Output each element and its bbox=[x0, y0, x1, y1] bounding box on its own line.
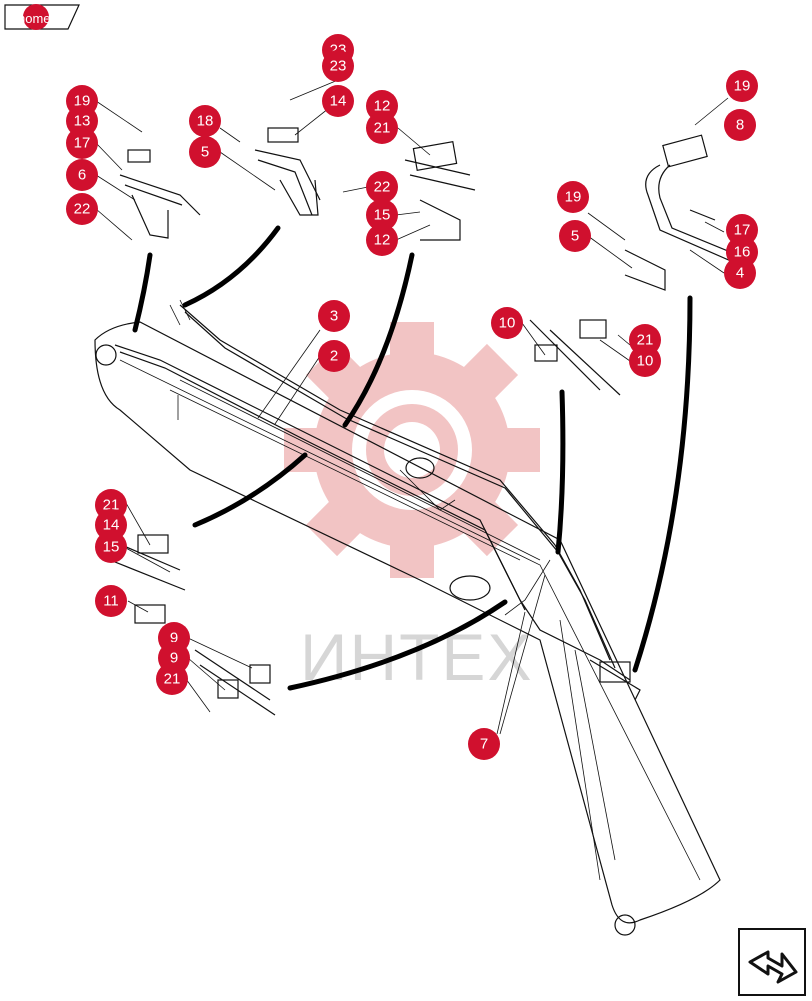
callout-5[interactable]: 5 bbox=[189, 136, 221, 168]
callout-5[interactable]: 5 bbox=[559, 220, 591, 252]
svg-text:12: 12 bbox=[374, 98, 391, 115]
callout-18[interactable]: 18 bbox=[189, 105, 221, 137]
callout-15[interactable]: 15 bbox=[366, 199, 398, 231]
callout-10[interactable]: 10 bbox=[629, 345, 661, 377]
callout-23[interactable]: 23 bbox=[322, 50, 354, 82]
next-page-button[interactable] bbox=[738, 928, 806, 996]
callout-22[interactable]: 22 bbox=[366, 171, 398, 203]
svg-text:15: 15 bbox=[374, 207, 391, 224]
svg-text:19: 19 bbox=[734, 78, 751, 95]
svg-text:16: 16 bbox=[734, 244, 751, 261]
svg-text:21: 21 bbox=[103, 497, 120, 514]
svg-text:5: 5 bbox=[571, 228, 579, 245]
svg-text:22: 22 bbox=[374, 179, 391, 196]
svg-text:15: 15 bbox=[103, 539, 120, 556]
svg-text:8: 8 bbox=[736, 117, 744, 134]
callout-8[interactable]: 8 bbox=[724, 109, 756, 141]
svg-text:4: 4 bbox=[736, 265, 744, 282]
callout-12[interactable]: 12 bbox=[366, 224, 398, 256]
callout-14[interactable]: 14 bbox=[95, 509, 127, 541]
home-tab-button[interactable]: home bbox=[4, 4, 80, 30]
callout-7[interactable]: 7 bbox=[468, 728, 500, 760]
callout-19[interactable]: 19 bbox=[726, 70, 758, 102]
callout-15[interactable]: 15 bbox=[95, 531, 127, 563]
svg-text:2: 2 bbox=[330, 348, 338, 365]
callout-17[interactable]: 17 bbox=[726, 214, 758, 246]
svg-text:21: 21 bbox=[637, 332, 654, 349]
svg-text:7: 7 bbox=[480, 736, 488, 753]
callout-12[interactable]: 12 bbox=[366, 90, 398, 122]
svg-text:9: 9 bbox=[170, 650, 178, 667]
clamp-details bbox=[109, 127, 746, 716]
svg-text:19: 19 bbox=[565, 189, 582, 206]
svg-text:13: 13 bbox=[74, 113, 91, 130]
callout-13[interactable]: 13 bbox=[66, 105, 98, 137]
callout-badges: 23 23 14 19 13 17 6 22 18 5 12 21 22 15 … bbox=[66, 34, 758, 760]
svg-text:18: 18 bbox=[197, 113, 214, 130]
svg-text:17: 17 bbox=[74, 135, 91, 152]
svg-text:21: 21 bbox=[374, 120, 391, 137]
svg-text:12: 12 bbox=[374, 232, 391, 249]
svg-text:11: 11 bbox=[103, 593, 119, 610]
svg-text:23: 23 bbox=[330, 58, 347, 75]
callout-17[interactable]: 17 bbox=[66, 127, 98, 159]
svg-text:19: 19 bbox=[74, 93, 91, 110]
svg-text:6: 6 bbox=[78, 167, 86, 184]
svg-text:3: 3 bbox=[330, 308, 338, 325]
watermark-gear-icon bbox=[284, 322, 540, 578]
pointer-arcs bbox=[132, 225, 693, 691]
svg-text:10: 10 bbox=[499, 315, 516, 332]
home-tab-icon bbox=[4, 4, 80, 30]
callout-19[interactable]: 19 bbox=[557, 181, 589, 213]
svg-text:14: 14 bbox=[330, 93, 347, 110]
callout-21[interactable]: 21 bbox=[366, 112, 398, 144]
callout-22[interactable]: 22 bbox=[66, 193, 98, 225]
svg-text:10: 10 bbox=[637, 353, 654, 370]
svg-text:14: 14 bbox=[103, 517, 120, 534]
callout-11[interactable]: 11 bbox=[95, 585, 127, 617]
home-label: home bbox=[18, 11, 51, 26]
callout-10[interactable]: 10 bbox=[491, 307, 523, 339]
svg-text:17: 17 bbox=[734, 222, 751, 239]
callout-21[interactable]: 21 bbox=[156, 663, 188, 695]
next-page-arrow-icon bbox=[738, 928, 806, 996]
callout-2[interactable]: 2 bbox=[318, 340, 350, 372]
hose-lines bbox=[114, 299, 631, 681]
callout-3[interactable]: 3 bbox=[318, 300, 350, 332]
callout-6[interactable]: 6 bbox=[66, 159, 98, 191]
boom-drawing bbox=[94, 321, 721, 936]
callout-14[interactable]: 14 bbox=[322, 85, 354, 117]
callout-4[interactable]: 4 bbox=[724, 257, 756, 289]
svg-text:5: 5 bbox=[201, 144, 209, 161]
svg-text:21: 21 bbox=[164, 671, 181, 688]
watermark-text: ИНТЕХ bbox=[300, 620, 533, 694]
svg-text:9: 9 bbox=[170, 630, 178, 647]
svg-text:22: 22 bbox=[74, 201, 91, 218]
